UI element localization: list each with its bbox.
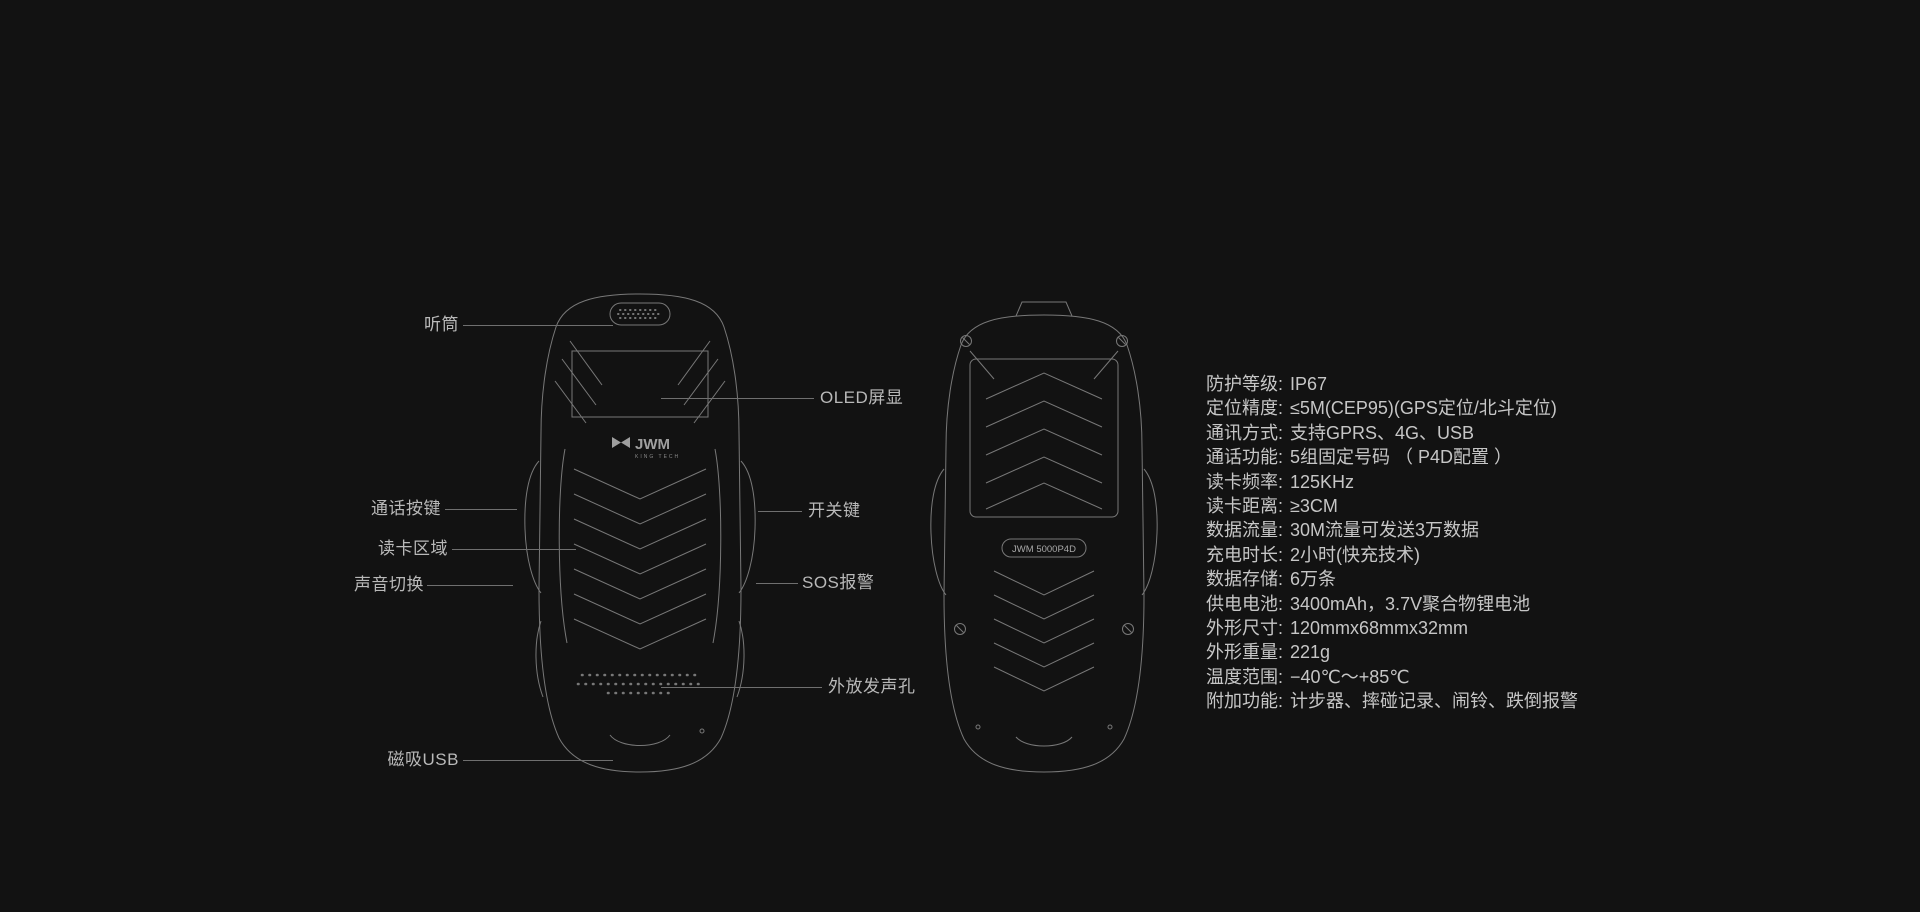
spec-row-call-function: 通话功能: 5组固定号码 （ P4D配置 ） (1206, 445, 1578, 469)
jwm-logo-text: JWM (635, 436, 670, 453)
spec-value: ≤5M(CEP95)(GPS定位/北斗定位) (1290, 398, 1557, 419)
callout-power-button: 开关键 (808, 501, 861, 520)
callout-earpiece: 听筒 (424, 315, 459, 334)
back-shoulder-accents (969, 350, 1119, 380)
spec-row-weight: 外形重量: 221g (1206, 640, 1578, 664)
spec-row-card-distance: 读卡距离: ≥3CM (1206, 494, 1578, 518)
callout-line-earpiece (463, 325, 613, 326)
callout-card-reading-area: 读卡区域 (378, 539, 448, 558)
spec-list: 防护等级: IP67 定位精度: ≤5M(CEP95)(GPS定位/北斗定位) … (1206, 372, 1578, 714)
spec-value: 30M流量可发送3万数据 (1290, 520, 1480, 541)
spec-value: 125KHz (1290, 471, 1355, 492)
back-bottom-hole-left (975, 724, 981, 730)
side-buttons (524, 460, 756, 698)
left-frame-line (558, 448, 568, 644)
spec-value: 计步器、摔碰记录、闹铃、跌倒报警 (1290, 691, 1578, 712)
speaker-holes (576, 673, 704, 695)
spec-label: 外形尺寸: (1206, 618, 1284, 639)
spec-row-communication: 通讯方式: 支持GPRS、4G、USB (1206, 421, 1578, 445)
spec-row-data-storage: 数据存储: 6万条 (1206, 567, 1578, 591)
callout-call-button: 通话按键 (371, 499, 441, 518)
model-plate-text: JWM 5000P4D (1012, 544, 1076, 555)
callout-magnetic-usb: 磁吸USB (387, 750, 459, 769)
spec-value: 5组固定号码 （ P4D配置 ） (1290, 447, 1513, 468)
back-chevron-texture-lower (993, 570, 1095, 692)
jwm-logo-subtext: KING TECH (635, 454, 680, 460)
spec-row-charging-time: 充电时长: 2小时(快充技术) (1206, 543, 1578, 567)
callout-speaker-holes: 外放发声孔 (828, 677, 916, 696)
earpiece-dots (617, 309, 663, 319)
callout-sound-switch: 声音切换 (354, 575, 424, 594)
callout-line-magnetic-usb (463, 760, 613, 761)
spec-row-data-traffic: 数据流量: 30M流量可发送3万数据 (1206, 518, 1578, 542)
oled-screen (571, 350, 709, 418)
spec-row-battery: 供电电池: 3400mAh，3.7V聚合物锂电池 (1206, 592, 1578, 616)
back-device-illustration: JWM 5000P4D (930, 301, 1158, 773)
spec-row-dimensions: 外形尺寸: 120mmx68mmx32mm (1206, 616, 1578, 640)
spec-label: 外形重量: (1206, 642, 1284, 663)
spec-value: 3400mAh，3.7V聚合物锂电池 (1290, 593, 1531, 614)
jwm-logo: JWM KING TECH (612, 436, 680, 460)
spec-label: 读卡距离: (1206, 496, 1284, 517)
callout-line-card-reading-area (452, 549, 576, 550)
spec-value: 6万条 (1290, 569, 1337, 590)
front-device-illustration: JWM KING TECH (524, 293, 756, 773)
spec-label: 通话功能: (1206, 447, 1284, 468)
jwm-logo-mark (612, 437, 630, 448)
spec-label: 供电电池: (1206, 593, 1284, 614)
bottom-accent (609, 734, 671, 746)
front-chevron-texture (573, 468, 707, 650)
spec-value: ≥3CM (1290, 496, 1338, 517)
spec-value: 2小时(快充技术) (1290, 544, 1420, 565)
screws (954, 335, 1134, 635)
spec-value: −40℃～+85℃ (1290, 666, 1410, 687)
right-frame-line (712, 448, 722, 644)
card-panel (969, 358, 1119, 518)
spec-row-card-frequency: 读卡频率: 125KHz (1206, 470, 1578, 494)
back-bottom-hole-right (1107, 724, 1113, 730)
spec-label: 数据存储: (1206, 569, 1284, 590)
model-plate: JWM 5000P4D (1001, 538, 1087, 558)
back-chevron-texture-upper (985, 372, 1103, 510)
spec-value: 221g (1290, 642, 1331, 663)
front-body-outline (538, 293, 742, 773)
spec-label: 充电时长: (1206, 544, 1284, 565)
callout-line-power-button (758, 511, 802, 512)
spec-label: 附加功能: (1206, 691, 1284, 712)
spec-label: 温度范围: (1206, 666, 1284, 687)
belt-clip (1015, 301, 1073, 317)
earpiece-grille (609, 302, 671, 326)
callout-oled-display: OLED屏显 (820, 388, 904, 407)
callout-line-oled-display (661, 398, 814, 399)
callout-line-speaker-holes (661, 687, 822, 688)
spec-value: 120mmx68mmx32mm (1290, 618, 1469, 639)
spec-row-protection: 防护等级: IP67 (1206, 372, 1578, 396)
spec-label: 定位精度: (1206, 398, 1284, 419)
spec-label: 防护等级: (1206, 374, 1284, 394)
spec-value: IP67 (1290, 374, 1328, 394)
callout-sos-alarm: SOS报警 (802, 573, 875, 592)
back-body-outline (943, 314, 1145, 773)
spec-label: 读卡频率: (1206, 471, 1284, 492)
callout-line-sound-switch (427, 585, 513, 586)
mic-hole (699, 728, 705, 734)
spec-row-temperature: 温度范围: −40℃～+85℃ (1206, 665, 1578, 689)
spec-label: 数据流量: (1206, 520, 1284, 541)
back-bottom-accent (1015, 736, 1073, 747)
back-side-accents (930, 468, 1158, 596)
shoulder-accents (554, 340, 726, 424)
spec-row-positioning: 定位精度: ≤5M(CEP95)(GPS定位/北斗定位) (1206, 396, 1578, 420)
spec-row-extra-functions: 附加功能: 计步器、摔碰记录、闹铃、跌倒报警 (1206, 689, 1578, 713)
callout-line-sos-alarm (756, 583, 798, 584)
spec-value: 支持GPRS、4G、USB (1290, 422, 1475, 443)
callout-line-call-button (445, 509, 517, 510)
spec-label: 通讯方式: (1206, 422, 1284, 443)
